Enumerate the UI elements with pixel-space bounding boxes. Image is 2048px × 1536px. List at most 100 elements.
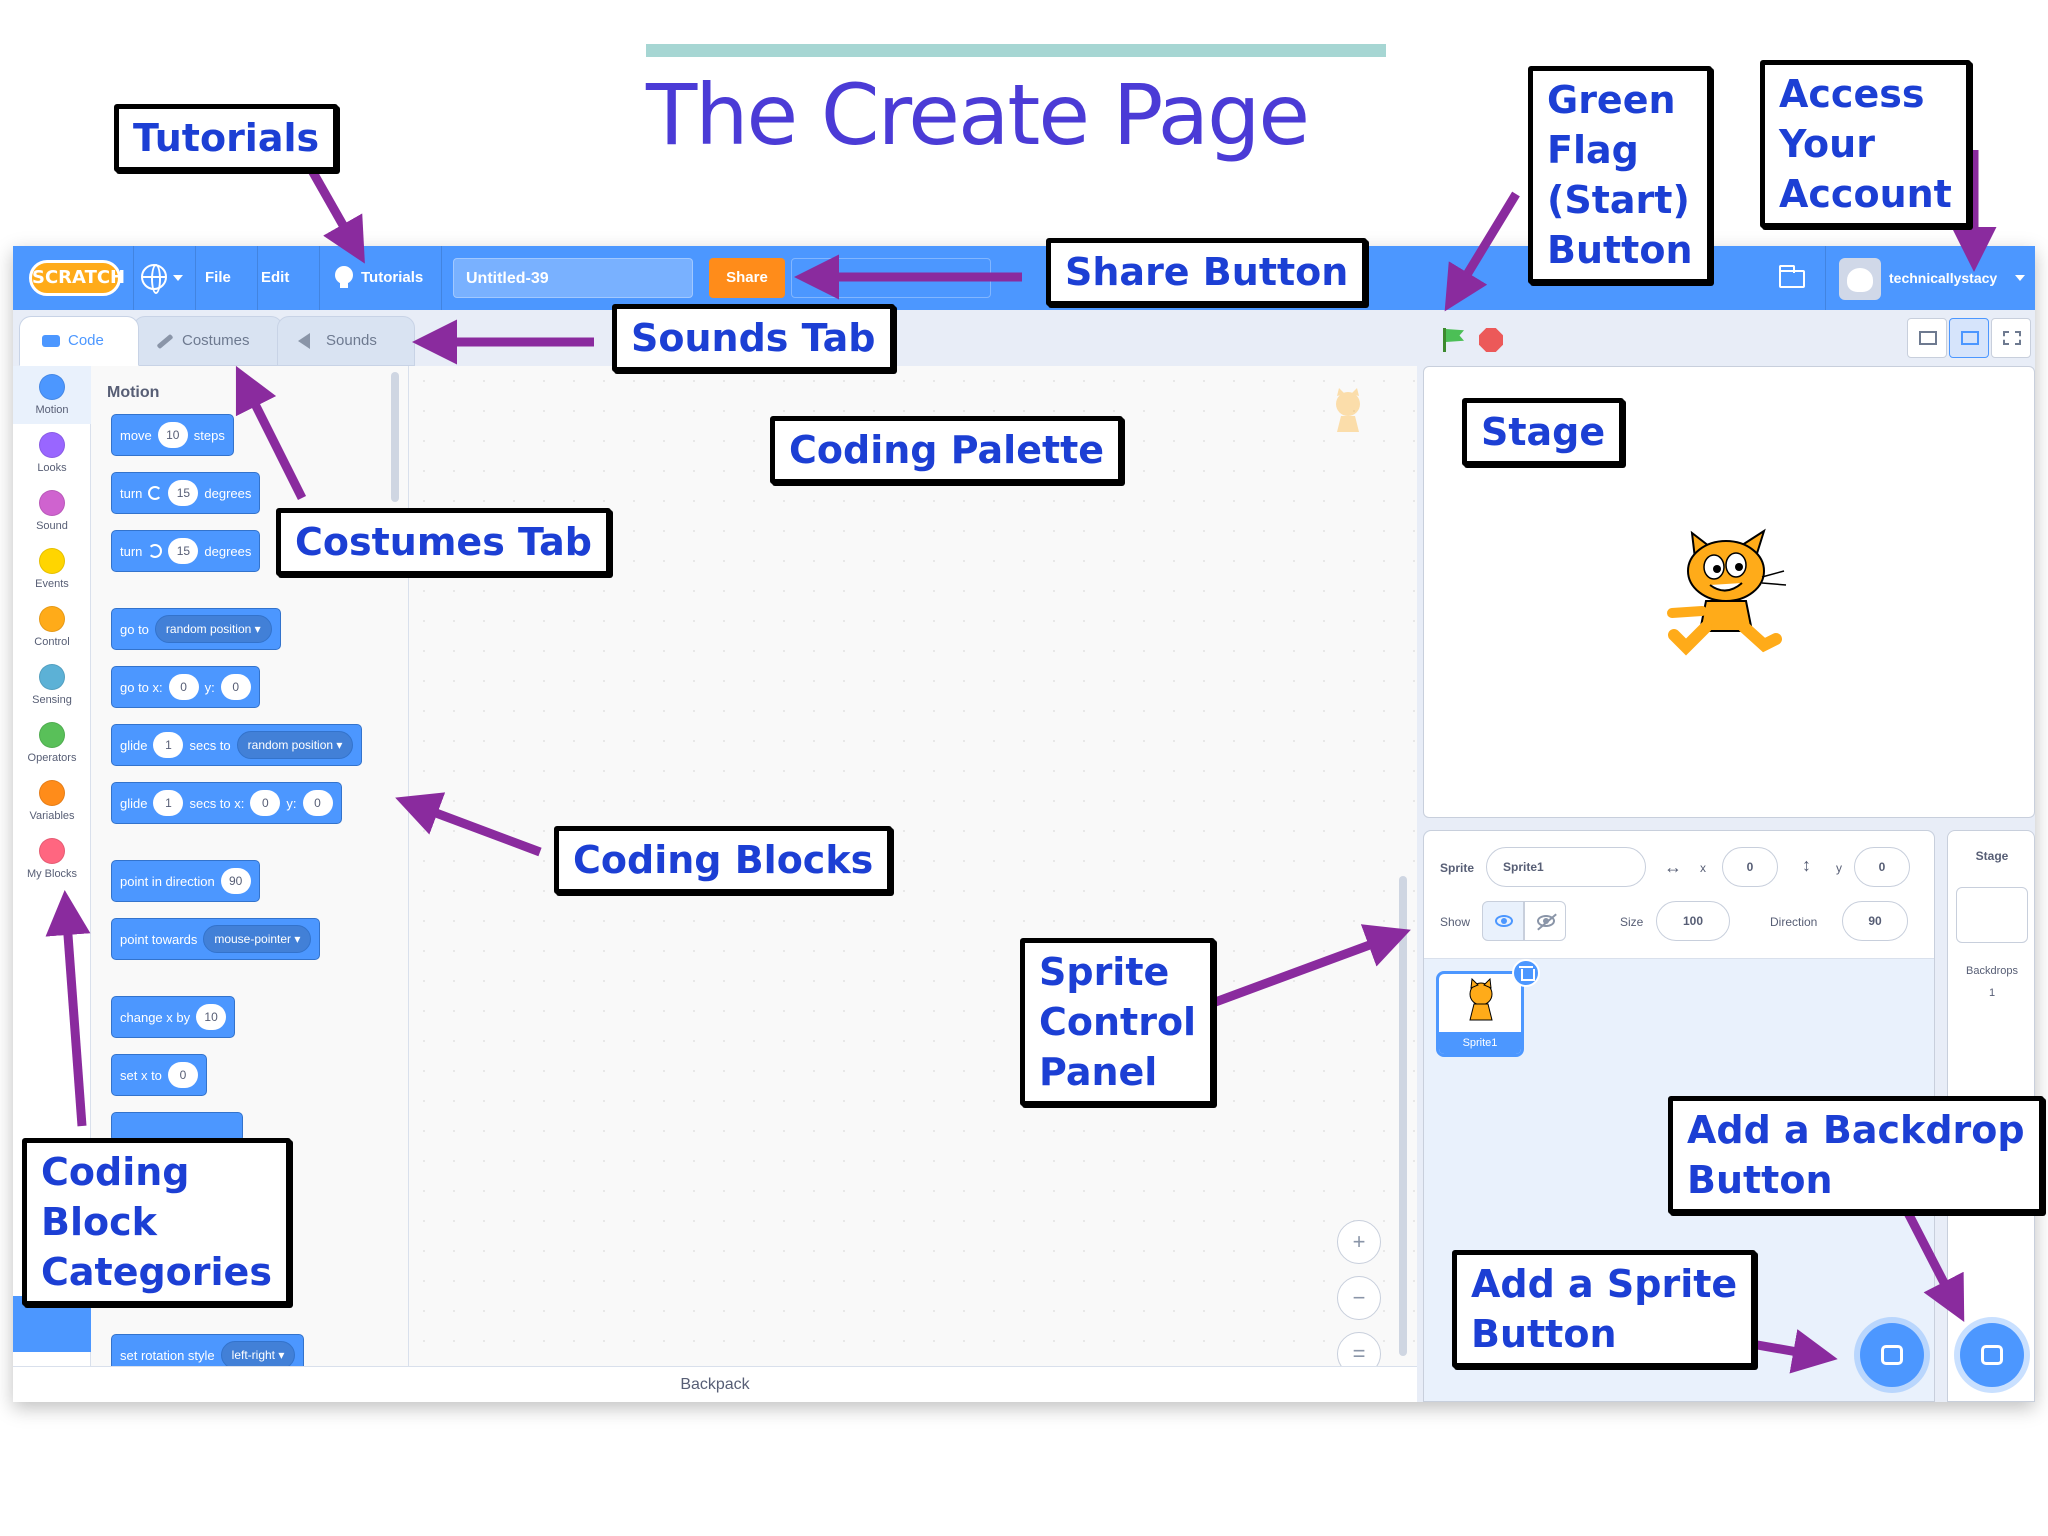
project-title-input[interactable]: Untitled-39 [453, 258, 693, 298]
tab-sounds-label: Sounds [326, 332, 377, 349]
sprite-thumbnail[interactable]: Sprite1 [1436, 971, 1524, 1057]
block-point-in-direction[interactable]: point in direction 90 [111, 860, 260, 902]
show-hidden-button[interactable] [1524, 901, 1566, 941]
add-sprite-button[interactable] [1860, 1323, 1924, 1387]
callout-line: Control [1039, 1000, 1197, 1044]
block-set-x[interactable]: set x to 0 [111, 1054, 207, 1096]
block-change-x[interactable]: change x by 10 [111, 996, 236, 1038]
account-username[interactable]: technicallystacy [1889, 270, 1998, 286]
block-turn-left[interactable]: turn 15 degrees [111, 530, 261, 572]
page-title: The Create Page [646, 66, 1310, 164]
block-input[interactable]: 15 [168, 480, 199, 506]
block-partial[interactable] [111, 1112, 243, 1142]
callout-coding-palette: Coding Palette [770, 416, 1124, 484]
avatar[interactable] [1839, 258, 1881, 300]
file-menu[interactable]: File [205, 269, 231, 286]
size-input[interactable]: 100 [1656, 901, 1730, 941]
direction-input[interactable]: 90 [1842, 901, 1908, 941]
edit-menu[interactable]: Edit [261, 269, 290, 286]
block-input[interactable]: 15 [168, 538, 199, 564]
block-text: go to x: [120, 679, 163, 695]
backpack-bar[interactable]: Backpack [13, 1366, 1417, 1402]
callout-line: Block [41, 1200, 157, 1244]
share-button[interactable]: Share [709, 258, 785, 298]
stage-thumbnail[interactable] [1956, 887, 2028, 943]
trash-icon[interactable] [1512, 959, 1540, 987]
block-turn-right[interactable]: turn 15 degrees [111, 472, 261, 514]
category-sensing[interactable]: Sensing [13, 656, 91, 714]
category-my-blocks[interactable]: My Blocks [13, 830, 91, 888]
category-variables[interactable]: Variables [13, 772, 91, 830]
zoom-in-button[interactable]: + [1337, 1220, 1381, 1264]
tab-code[interactable]: Code [19, 316, 139, 366]
folder-icon[interactable] [1779, 265, 1805, 288]
y-arrow-icon: ↕ [1802, 855, 1811, 875]
block-text: steps [193, 427, 225, 443]
category-label: Variables [29, 810, 75, 822]
block-move-steps[interactable]: move 10 steps [111, 414, 234, 456]
callout-line: Add a Backdrop [1687, 1108, 2025, 1152]
stage-panel-title: Stage [1975, 849, 2009, 863]
menu-separator [1825, 246, 1826, 310]
callout-green-flag: Green Flag (Start) Button [1528, 66, 1712, 284]
scratch-logo[interactable]: SCRATCH [29, 260, 125, 296]
category-dot [39, 780, 65, 806]
normal-stage-button[interactable] [1949, 318, 1989, 358]
block-input[interactable]: 10 [157, 422, 188, 448]
block-dropdown[interactable]: random position ▾ [154, 615, 272, 643]
block-input[interactable]: 0 [302, 790, 333, 816]
block-input[interactable]: 0 [220, 674, 251, 700]
stop-icon[interactable] [1479, 328, 1503, 352]
block-input[interactable]: 1 [153, 790, 184, 816]
tab-costumes[interactable]: Costumes [133, 316, 283, 366]
category-label: Control [34, 636, 70, 648]
block-go-to-xy[interactable]: go to x: 0 y: 0 [111, 666, 260, 708]
x-input[interactable]: 0 [1722, 847, 1778, 887]
arrow-tutorials [302, 157, 365, 264]
zoom-out-button[interactable]: − [1337, 1276, 1381, 1320]
category-dot [39, 838, 65, 864]
category-motion[interactable]: Motion [13, 366, 91, 424]
code-area-scrollbar[interactable] [1399, 876, 1407, 1356]
see-project-page-button[interactable] [791, 258, 991, 298]
show-visible-button[interactable] [1482, 901, 1524, 941]
category-sound[interactable]: Sound [13, 482, 91, 540]
block-go-to[interactable]: go to random position ▾ [111, 608, 281, 650]
callout-line: Button [1687, 1158, 1833, 1202]
block-input[interactable]: 1 [153, 732, 184, 758]
block-glide-to[interactable]: glide 1 secs to random position ▾ [111, 724, 363, 766]
block-dropdown[interactable]: mouse-pointer ▾ [203, 925, 312, 953]
block-glide-xy[interactable]: glide 1 secs to x: 0 y: 0 [111, 782, 342, 824]
category-events[interactable]: Events [13, 540, 91, 598]
block-text: glide [120, 795, 148, 811]
sprite-name-input[interactable]: Sprite1 [1486, 847, 1646, 887]
green-flag-icon[interactable] [1441, 328, 1465, 352]
block-palette: Motion move 10 steps turn 15 degrees tur… [91, 366, 409, 1366]
block-input[interactable]: 0 [168, 674, 199, 700]
tab-sounds[interactable]: Sounds [277, 316, 415, 366]
palette-heading: Motion [107, 384, 160, 401]
tutorials-menu[interactable]: Tutorials [361, 269, 424, 286]
category-label: Sensing [32, 694, 72, 706]
menu-separator [441, 246, 442, 310]
block-input[interactable]: 0 [167, 1062, 198, 1088]
category-operators[interactable]: Operators [13, 714, 91, 772]
block-text: set rotation style [120, 1347, 215, 1363]
block-input[interactable]: 0 [250, 790, 281, 816]
block-input[interactable]: 90 [220, 868, 251, 894]
fullscreen-button[interactable] [1991, 318, 2031, 358]
block-input[interactable]: 10 [196, 1004, 227, 1030]
block-point-towards[interactable]: point towards mouse-pointer ▾ [111, 918, 321, 960]
block-dropdown[interactable]: random position ▾ [236, 731, 354, 759]
category-looks[interactable]: Looks [13, 424, 91, 482]
scratch-cat-sprite[interactable] [1666, 527, 1796, 663]
eye-icon [1495, 915, 1513, 927]
block-dropdown[interactable]: left-right ▾ [220, 1341, 296, 1366]
add-backdrop-button[interactable] [1960, 1323, 2024, 1387]
y-input[interactable]: 0 [1854, 847, 1910, 887]
small-stage-button[interactable] [1907, 318, 1947, 358]
globe-icon[interactable] [141, 264, 167, 294]
block-set-rotation-style[interactable]: set rotation style left-right ▾ [111, 1334, 305, 1366]
palette-scrollbar[interactable] [391, 372, 399, 502]
category-control[interactable]: Control [13, 598, 91, 656]
